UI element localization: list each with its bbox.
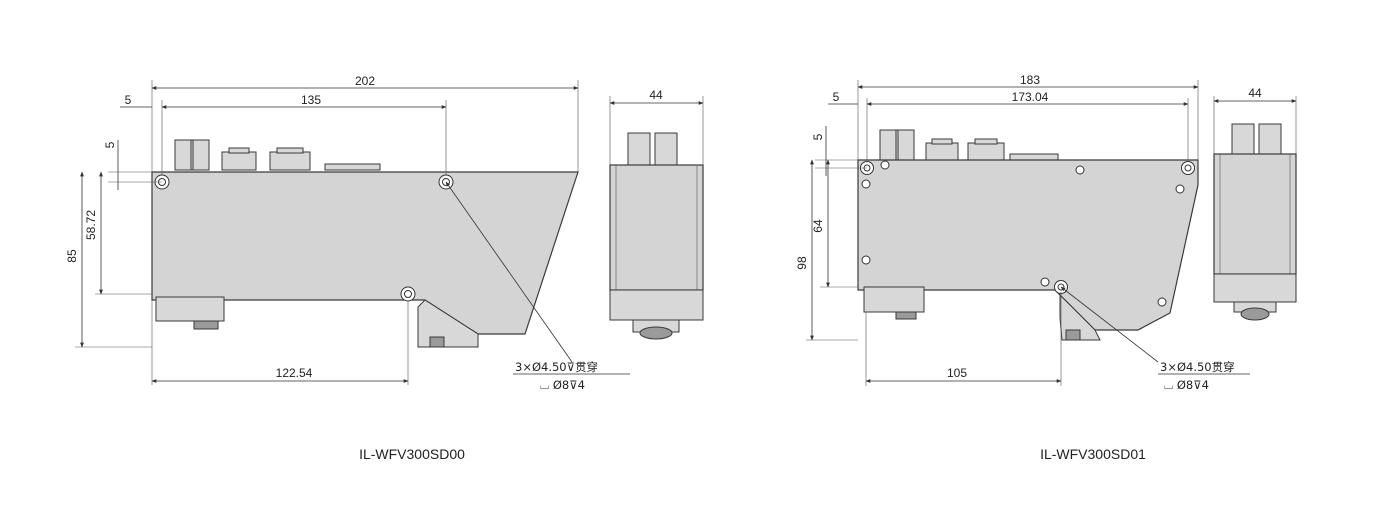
right-screw-c — [861, 255, 871, 265]
right-side-bottom-block — [1213, 273, 1297, 303]
right-dim-hole-offset-x: 5 — [833, 90, 840, 104]
left-angled-nut — [429, 336, 445, 348]
left-dim-hole-height: 58.72 — [84, 210, 98, 240]
left-dim-overall-length: 202 — [355, 74, 375, 88]
right-dim-side-width: 44 — [1248, 86, 1262, 100]
right-screw-d — [1075, 165, 1085, 175]
left-side-view: 44 — [609, 88, 704, 340]
left-dim-bottom-length: 122.54 — [276, 366, 313, 380]
left-bottom-fitting — [155, 296, 225, 322]
right-connector-1-divider — [895, 129, 899, 161]
left-bottom-nut — [193, 320, 219, 330]
right-angled-fitting — [1059, 293, 1101, 341]
right-dim-hole-spacing: 173.04 — [1012, 90, 1049, 104]
right-dimensions: 183 173.04 5 5 64 98 105 3×Ø4.50贯穿 ⌴ Ø8⊽… — [795, 73, 1250, 392]
right-side-connector-a — [1231, 123, 1255, 155]
left-connector-2 — [221, 151, 257, 171]
left-angled-fitting — [417, 299, 479, 348]
right-screw-g — [1157, 297, 1167, 307]
right-side-view: 44 — [1213, 86, 1297, 321]
left-dim-overall-height: 85 — [65, 249, 79, 263]
left-side-connector-a — [627, 132, 651, 166]
left-dim-side-width: 44 — [649, 88, 663, 102]
right-bottom-nut — [895, 311, 917, 320]
right-dim-hole-offset-y: 5 — [811, 133, 825, 140]
left-front-view — [151, 139, 579, 348]
right-connector-3-cap — [974, 138, 998, 145]
left-dim-hole-offset-y: 5 — [103, 141, 117, 148]
left-hole-3-inner — [404, 290, 412, 298]
left-connector-2-cap — [228, 147, 250, 154]
right-front-view — [857, 129, 1199, 341]
left-side-body — [609, 164, 704, 291]
right-bottom-fitting — [863, 286, 925, 313]
right-side-connector-b — [1258, 123, 1282, 155]
right-hole-note-line2: ⌴ Ø8⊽4 — [1164, 378, 1209, 392]
left-side-nut — [639, 326, 673, 340]
left-connector-3-cap — [276, 147, 304, 154]
right-side-body — [1213, 153, 1297, 275]
right-dim-overall-height: 98 — [795, 256, 809, 270]
right-dim-hole-height: 64 — [811, 219, 825, 233]
right-connector-2 — [925, 142, 959, 161]
left-dimensions: 202 135 5 5 58.72 85 122.54 3×Ø4.50⊽贯穿 ⌴… — [65, 74, 630, 392]
right-top-plate — [1009, 153, 1059, 161]
left-connector-1-divider — [190, 139, 194, 171]
right-screw-e — [1175, 184, 1185, 194]
left-dim-hole-offset-x: 5 — [125, 93, 132, 107]
left-hole-note-line2: ⌴ Ø8⊽4 — [540, 378, 585, 392]
right-side-nut — [1240, 307, 1270, 321]
left-side-connector-b — [654, 132, 678, 166]
right-connector-3 — [967, 142, 1005, 161]
right-angled-nut — [1065, 329, 1081, 341]
right-screw-b — [861, 179, 871, 189]
left-connector-3 — [269, 151, 311, 171]
right-screw-f — [1040, 277, 1050, 287]
left-dim-hole-spacing: 135 — [301, 93, 321, 107]
right-model-caption: IL-WFV300SD01 — [1040, 446, 1146, 462]
left-top-plate — [324, 163, 381, 171]
left-side-bottom-block — [609, 289, 704, 321]
right-screw-a — [880, 160, 890, 170]
right-dim-bottom-length: 105 — [947, 366, 967, 380]
left-hole-note-line1: 3×Ø4.50⊽贯穿 — [515, 360, 598, 374]
right-connector-2-cap — [931, 138, 953, 145]
right-hole-2-inner — [1184, 164, 1192, 172]
right-dim-overall-length: 183 — [1020, 73, 1040, 87]
right-hole-note-line1: 3×Ø4.50贯穿 — [1160, 360, 1235, 374]
left-model-caption: IL-WFV300SD00 — [359, 446, 465, 462]
